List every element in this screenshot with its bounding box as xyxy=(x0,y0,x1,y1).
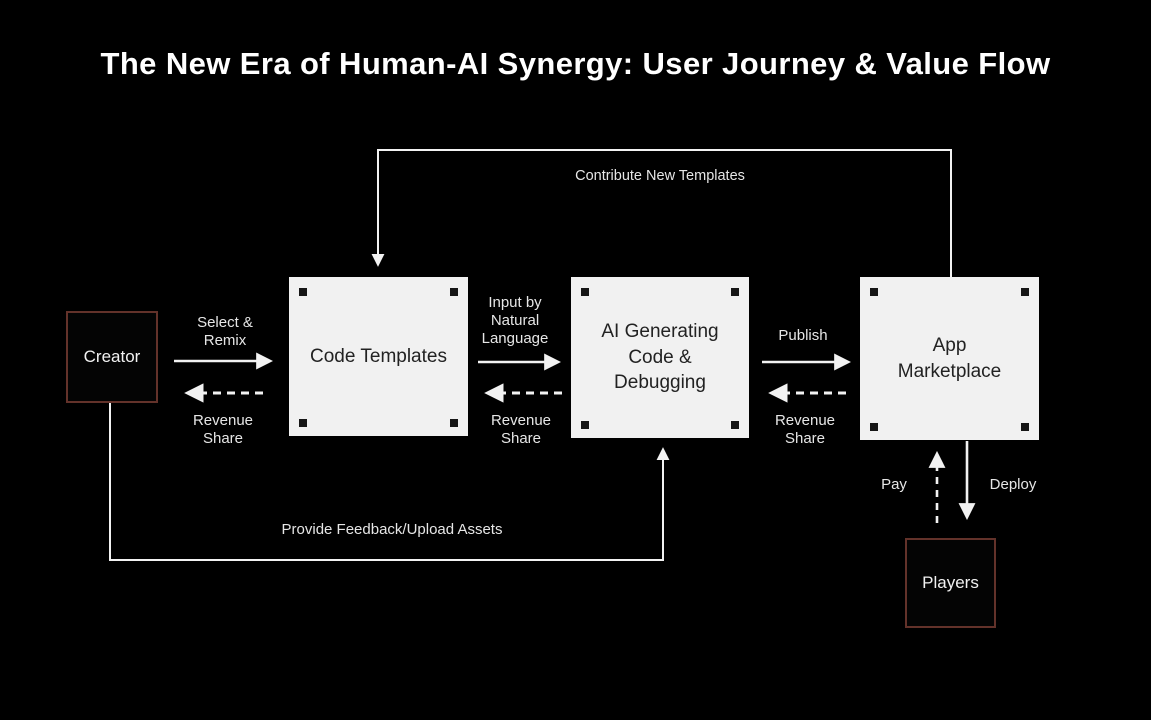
edge-label-pay: Pay xyxy=(881,476,907,493)
node-ai-generating-label: AI Generating Code & Debugging xyxy=(601,321,719,394)
edge-label-select-remix: Select & Remix xyxy=(197,314,253,349)
node-code-templates-label: Code Templates xyxy=(310,345,447,367)
node-code-templates: Code Templates xyxy=(289,277,468,436)
node-creator: Creator xyxy=(66,311,158,403)
node-players-label: Players xyxy=(922,572,979,592)
corner-mark-icon xyxy=(450,419,458,427)
node-players: Players xyxy=(905,538,996,628)
node-app-marketplace: App Marketplace xyxy=(860,277,1039,440)
corner-mark-icon xyxy=(1021,288,1029,296)
corner-mark-icon xyxy=(450,288,458,296)
corner-mark-icon xyxy=(299,419,307,427)
node-creator-label: Creator xyxy=(83,346,141,366)
corner-mark-icon xyxy=(870,288,878,296)
edge-label-contribute-new-templates: Contribute New Templates xyxy=(575,168,745,184)
node-app-marketplace-label: App Marketplace xyxy=(897,334,1002,382)
corner-mark-icon xyxy=(1021,423,1029,431)
corner-mark-icon xyxy=(870,423,878,431)
node-ai-generating: AI Generating Code & Debugging xyxy=(571,277,749,438)
corner-mark-icon xyxy=(731,288,739,296)
corner-mark-icon xyxy=(581,288,589,296)
edge-label-deploy: Deploy xyxy=(989,476,1037,493)
corner-mark-icon xyxy=(581,421,589,429)
corner-mark-icon xyxy=(299,288,307,296)
diagram-title: The New Era of Human-AI Synergy: User Jo… xyxy=(100,46,1051,81)
edge-label-publish: Publish xyxy=(778,327,828,344)
arrow-provide-feedback xyxy=(109,403,670,561)
corner-mark-icon xyxy=(731,421,739,429)
arrow-contribute-new-templates xyxy=(371,149,952,277)
edge-label-provide-feedback: Provide Feedback/Upload Assets xyxy=(281,521,503,538)
edge-label-revenue-share-marketplace: Revenue Share xyxy=(774,412,836,447)
edge-label-input-natural-language: Input by Natural Language xyxy=(481,294,549,347)
edge-label-revenue-share-templates: Revenue Share xyxy=(490,412,552,447)
edge-label-revenue-share-creator: Revenue Share xyxy=(192,412,254,447)
